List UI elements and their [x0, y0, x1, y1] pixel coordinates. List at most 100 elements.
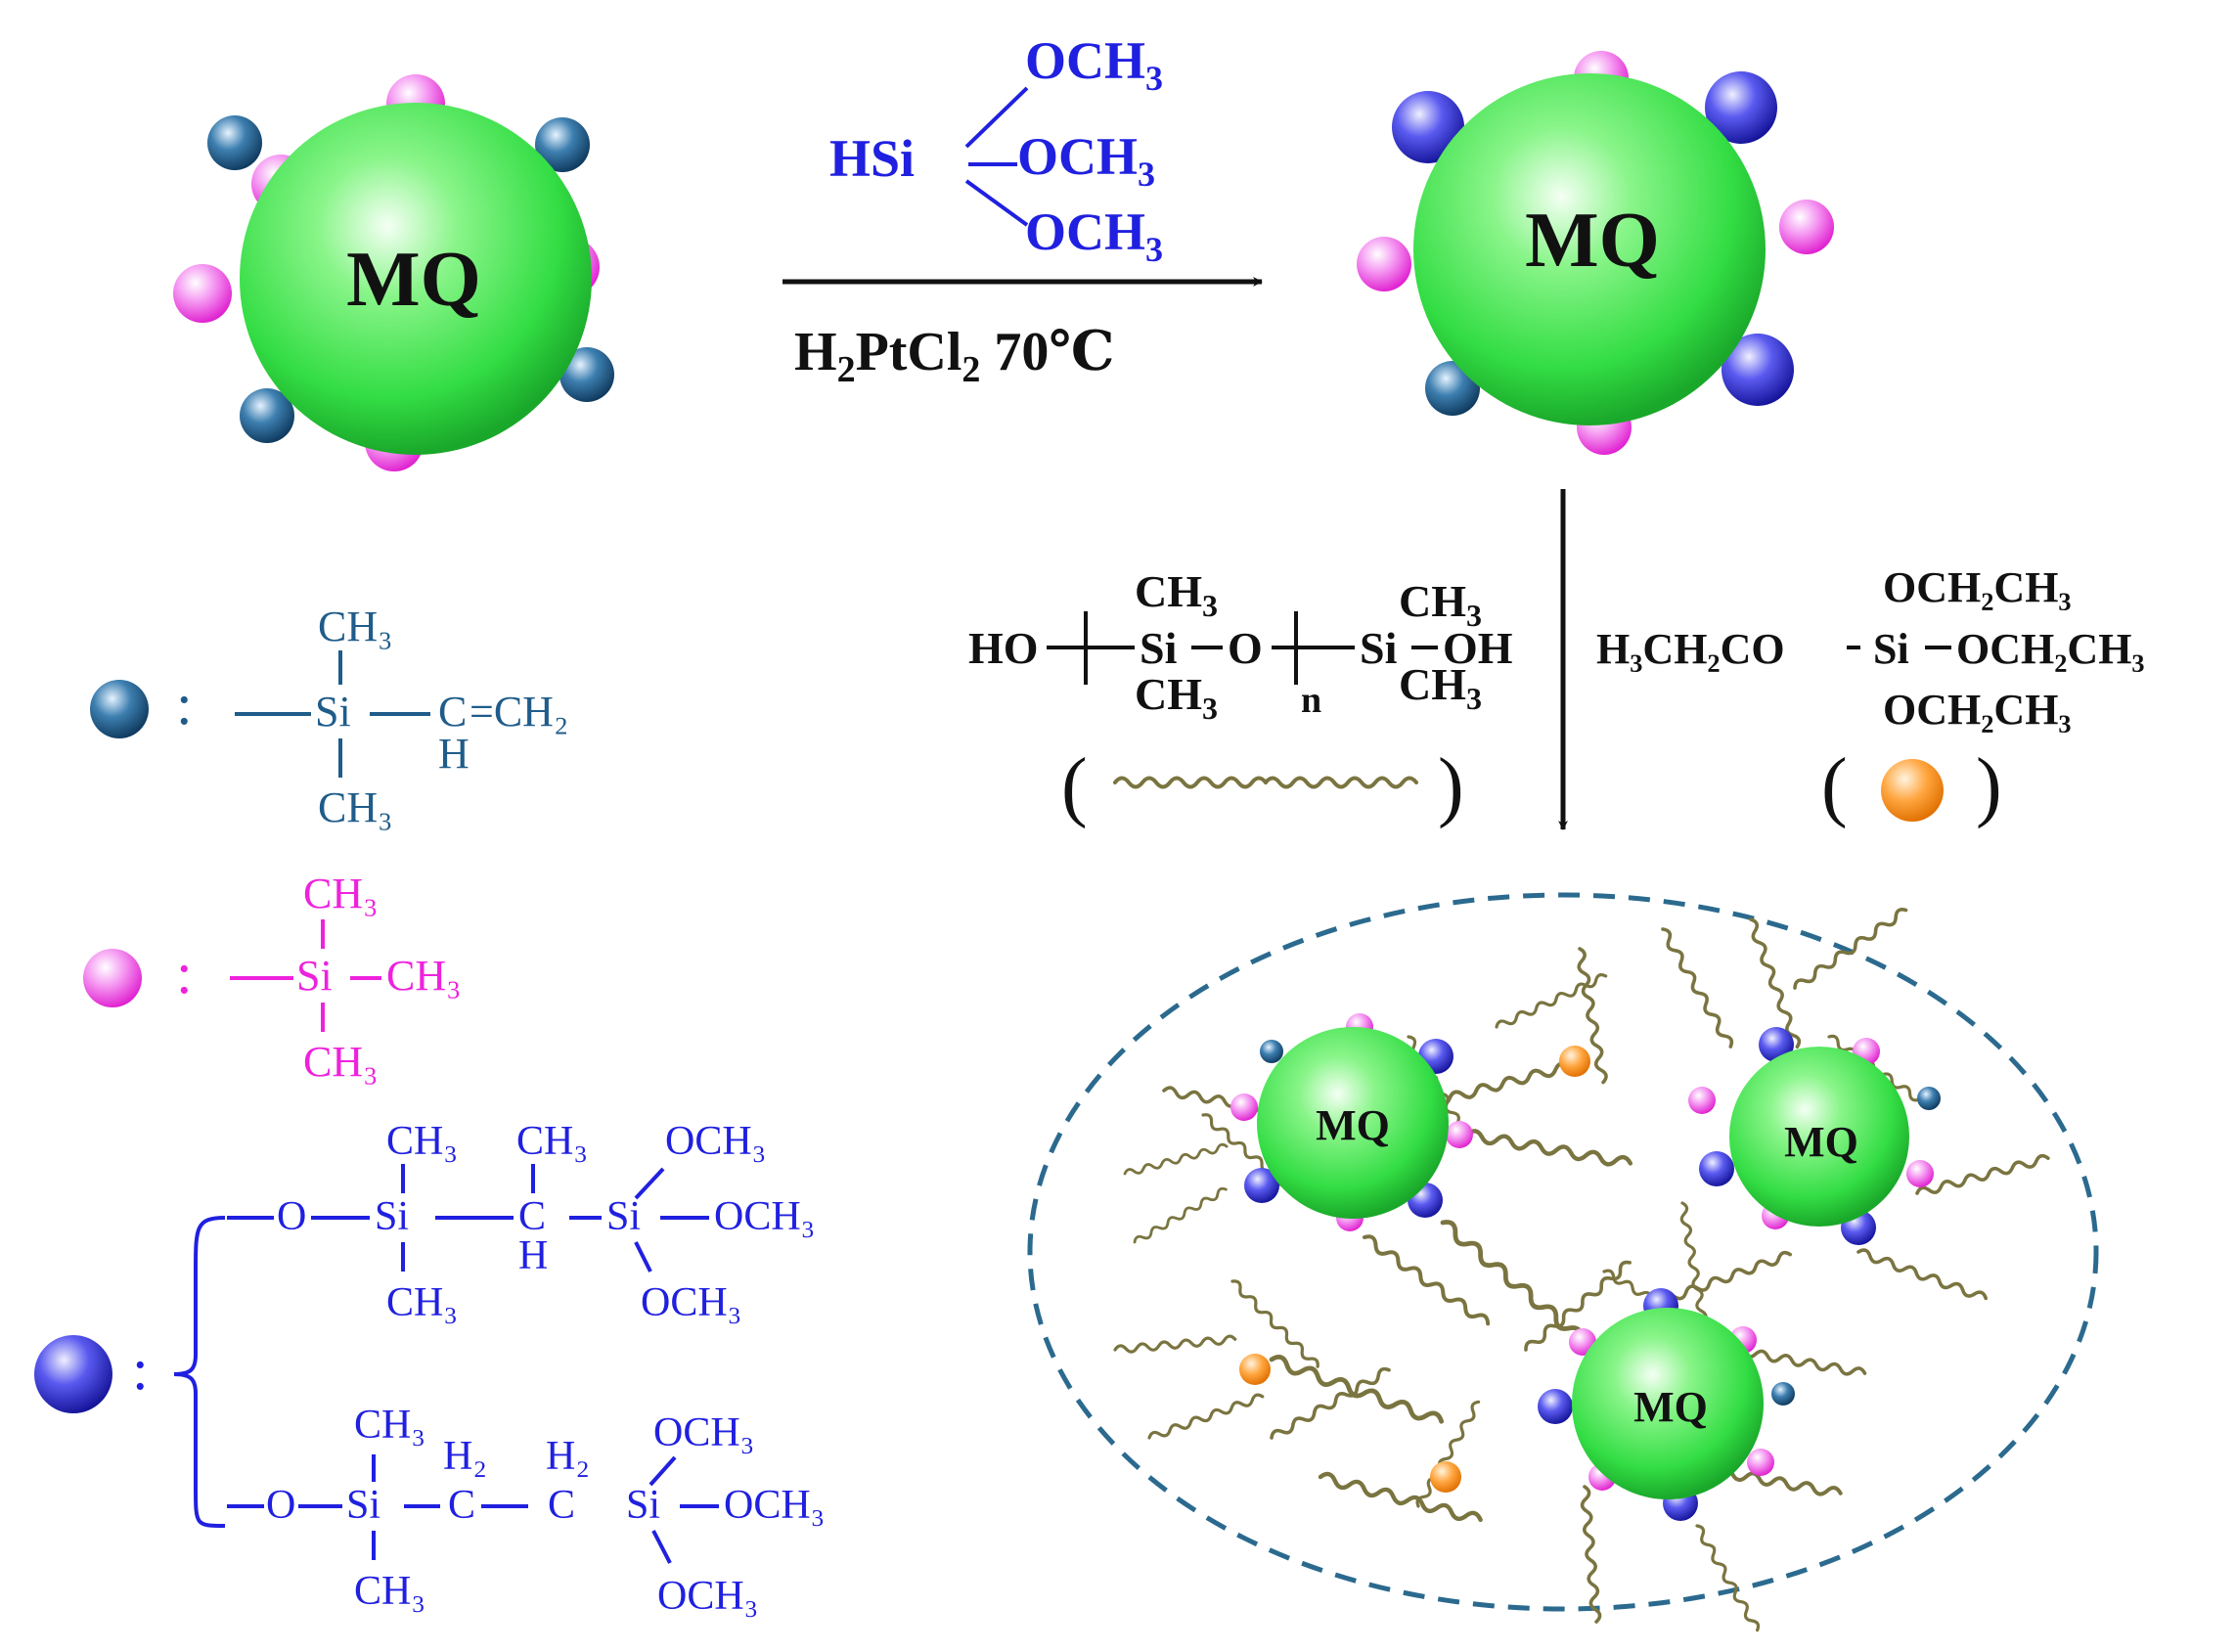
methyl-label: CH3: [1399, 576, 1482, 633]
carbon-label: C: [518, 1194, 546, 1239]
methoxy-group-sphere: [1392, 91, 1464, 163]
teos-legend: ( ): [1821, 743, 2002, 829]
methyl-label: CH₃: [386, 952, 461, 1000]
methoxy-label: OCH₃: [724, 1483, 825, 1528]
ethoxy-label: OCH₂CH₃: [1956, 625, 2145, 673]
bond: [634, 1241, 652, 1272]
methoxy-label: OCH3: [1025, 31, 1163, 98]
crosslinked-network: MQ MQ MQ: [1027, 892, 2099, 1634]
mq-label: MQ: [1633, 1383, 1708, 1431]
hydroxyl-label: OH: [1443, 623, 1513, 673]
paren-open: (: [1061, 743, 1088, 829]
oxygen-label: O: [277, 1194, 306, 1239]
pdms-chain-symbol: [1264, 776, 1418, 789]
teos-group-sphere: [1239, 1354, 1271, 1385]
mq-core-sphere: [240, 103, 592, 455]
ethoxy-label: OCH₂CH₃: [1883, 686, 2072, 734]
vinyl-group-sphere: [1917, 1087, 1941, 1110]
methyl-label: CH3: [1135, 566, 1218, 623]
methylene-label: H₂: [443, 1434, 487, 1479]
methoxy-label: OCH₃: [657, 1574, 758, 1619]
teos-crosslinks: [1239, 1046, 1590, 1493]
paren-close: ): [1438, 743, 1464, 829]
mq-particle-network-3: MQ: [1538, 1288, 1795, 1521]
methyl-label: CH₃: [386, 1119, 458, 1164]
ethoxy-label: H₃CH₂CO: [1596, 625, 1785, 673]
carbon-label: C: [548, 1483, 575, 1528]
silicon-label: Si: [346, 1483, 380, 1528]
methylene-label: =CH₂: [470, 688, 568, 736]
methoxy-label: OCH₃: [641, 1280, 741, 1325]
vinyl-group-sphere: [559, 347, 614, 402]
methyl-label: CH₃: [303, 870, 378, 917]
methoxy-label: OCH₃: [653, 1410, 754, 1455]
methoxy-label: OCH₃: [665, 1119, 766, 1164]
bond: [964, 179, 1029, 227]
legend-methyl: : Si CH₃ CH₃ CH₃: [83, 870, 461, 1086]
silicon-label: Si: [1360, 623, 1398, 673]
methyl-label: CH₃: [303, 1038, 378, 1086]
methoxy-group-sphere: [34, 1335, 112, 1413]
silicon-label: Si: [606, 1194, 641, 1239]
repeat-count-label: n: [1301, 680, 1321, 721]
mq-particle-network-2: MQ: [1688, 1027, 1941, 1245]
bond: [651, 1530, 672, 1564]
methyl-label: CH3: [1135, 669, 1218, 726]
mq-label: MQ: [1784, 1118, 1858, 1166]
methyl-label: CH₃: [318, 603, 392, 650]
vinyl-group-sphere: [240, 388, 294, 443]
teos-group-sphere: [1559, 1046, 1590, 1077]
silicon-label: Si: [375, 1194, 409, 1239]
hydrogen-label: H: [518, 1233, 548, 1278]
methyl-label: CH₃: [516, 1119, 588, 1164]
oxygen-label: O: [1228, 623, 1263, 673]
bond: [634, 1167, 665, 1200]
vinyl-group-sphere: [1771, 1382, 1795, 1406]
silicon-label: Si: [626, 1483, 660, 1528]
methyl-group-sphere: [173, 264, 232, 323]
methyl-group-sphere: [1747, 1449, 1774, 1476]
methyl-label: CH3: [1399, 659, 1482, 716]
mq-core-sphere: [1729, 1047, 1909, 1227]
carbon-label: C: [448, 1483, 475, 1528]
hydrosilylation-step: HSi OCH3 OCH3 OCH3 H2PtCl2 70℃: [783, 31, 1263, 390]
methyl-group-sphere: [1688, 1087, 1716, 1114]
mq-label: MQ: [1316, 1101, 1390, 1149]
mq-label: MQ: [1525, 198, 1660, 284]
paren-close: ): [1976, 743, 2002, 829]
methyl-group-sphere: [1779, 200, 1834, 254]
methoxy-group-sphere: [1699, 1151, 1734, 1186]
paren-open: (: [1821, 743, 1848, 829]
mq-core-sphere: [1257, 1027, 1449, 1219]
methyl-label: CH₃: [354, 1403, 425, 1448]
hydroxyl-label: HO: [968, 623, 1039, 673]
methoxy-group-sphere: [1705, 71, 1777, 144]
silicon-label: Si: [296, 952, 333, 1000]
methyl-label: CH₃: [318, 783, 392, 831]
oxygen-label: O: [266, 1483, 295, 1528]
methyl-group-sphere: [1446, 1121, 1473, 1148]
teos-group-sphere: [1881, 759, 1944, 822]
legend-colon: :: [176, 941, 193, 1005]
mq-core-sphere: [1572, 1308, 1764, 1499]
methyl-group-sphere: [1906, 1160, 1934, 1187]
brace: [173, 1216, 226, 1528]
teos-group-sphere: [1430, 1461, 1461, 1493]
methyl-group-sphere: [1357, 237, 1411, 291]
methylene-label: H₂: [546, 1434, 590, 1479]
pdms-chains: [1113, 905, 2051, 1634]
silicon-label: Si: [1140, 623, 1178, 673]
network-boundary: [1027, 892, 2099, 1612]
mq-particle-network-1: MQ: [1230, 1013, 1473, 1231]
vinyl-group-sphere: [207, 115, 262, 170]
legend-methoxy: : O Si CH₃ CH₃ C CH₃ H Si OCH₃ OCH₃ OCH₃: [34, 1119, 825, 1619]
mq-particle-modified: MQ: [1357, 51, 1834, 455]
teos-structure: OCH₂CH₃ H₃CH₂CO Si OCH₂CH₃ OCH₂CH₃: [1596, 563, 2145, 734]
legend-colon: :: [176, 672, 193, 737]
methyl-label: CH₃: [386, 1280, 458, 1325]
reaction-condition-label: H2PtCl2 70℃: [794, 322, 1115, 390]
pdms-chain-symbol: [1113, 776, 1268, 789]
vinyl-group-sphere: [1260, 1040, 1283, 1063]
bond: [964, 86, 1029, 149]
